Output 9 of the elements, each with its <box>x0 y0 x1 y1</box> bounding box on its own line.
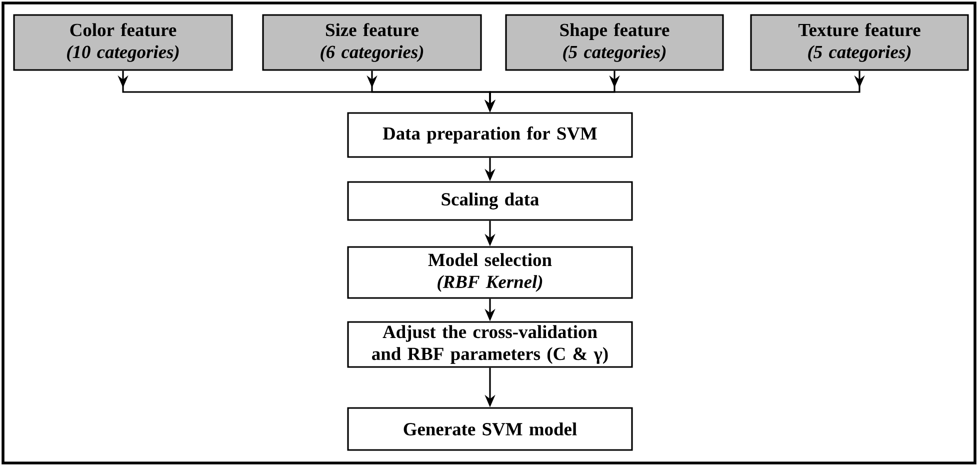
feature-box: Shape feature (5 categories) <box>505 14 724 71</box>
process-box: Data preparation for SVM <box>347 112 633 158</box>
process-box: Generate SVM model <box>347 407 633 451</box>
process-box: Adjust the cross-validation and RBF parameters (C & γ) <box>347 321 633 368</box>
process-box: Model selection (RBF Kernel) <box>347 246 633 299</box>
feature-box: Texture feature (5 categories) <box>750 14 969 71</box>
feature-box: Color feature (10 categories) <box>13 14 233 71</box>
feature-box: Size feature (6 categories) <box>262 14 482 71</box>
process-box: Scaling data <box>347 181 633 221</box>
